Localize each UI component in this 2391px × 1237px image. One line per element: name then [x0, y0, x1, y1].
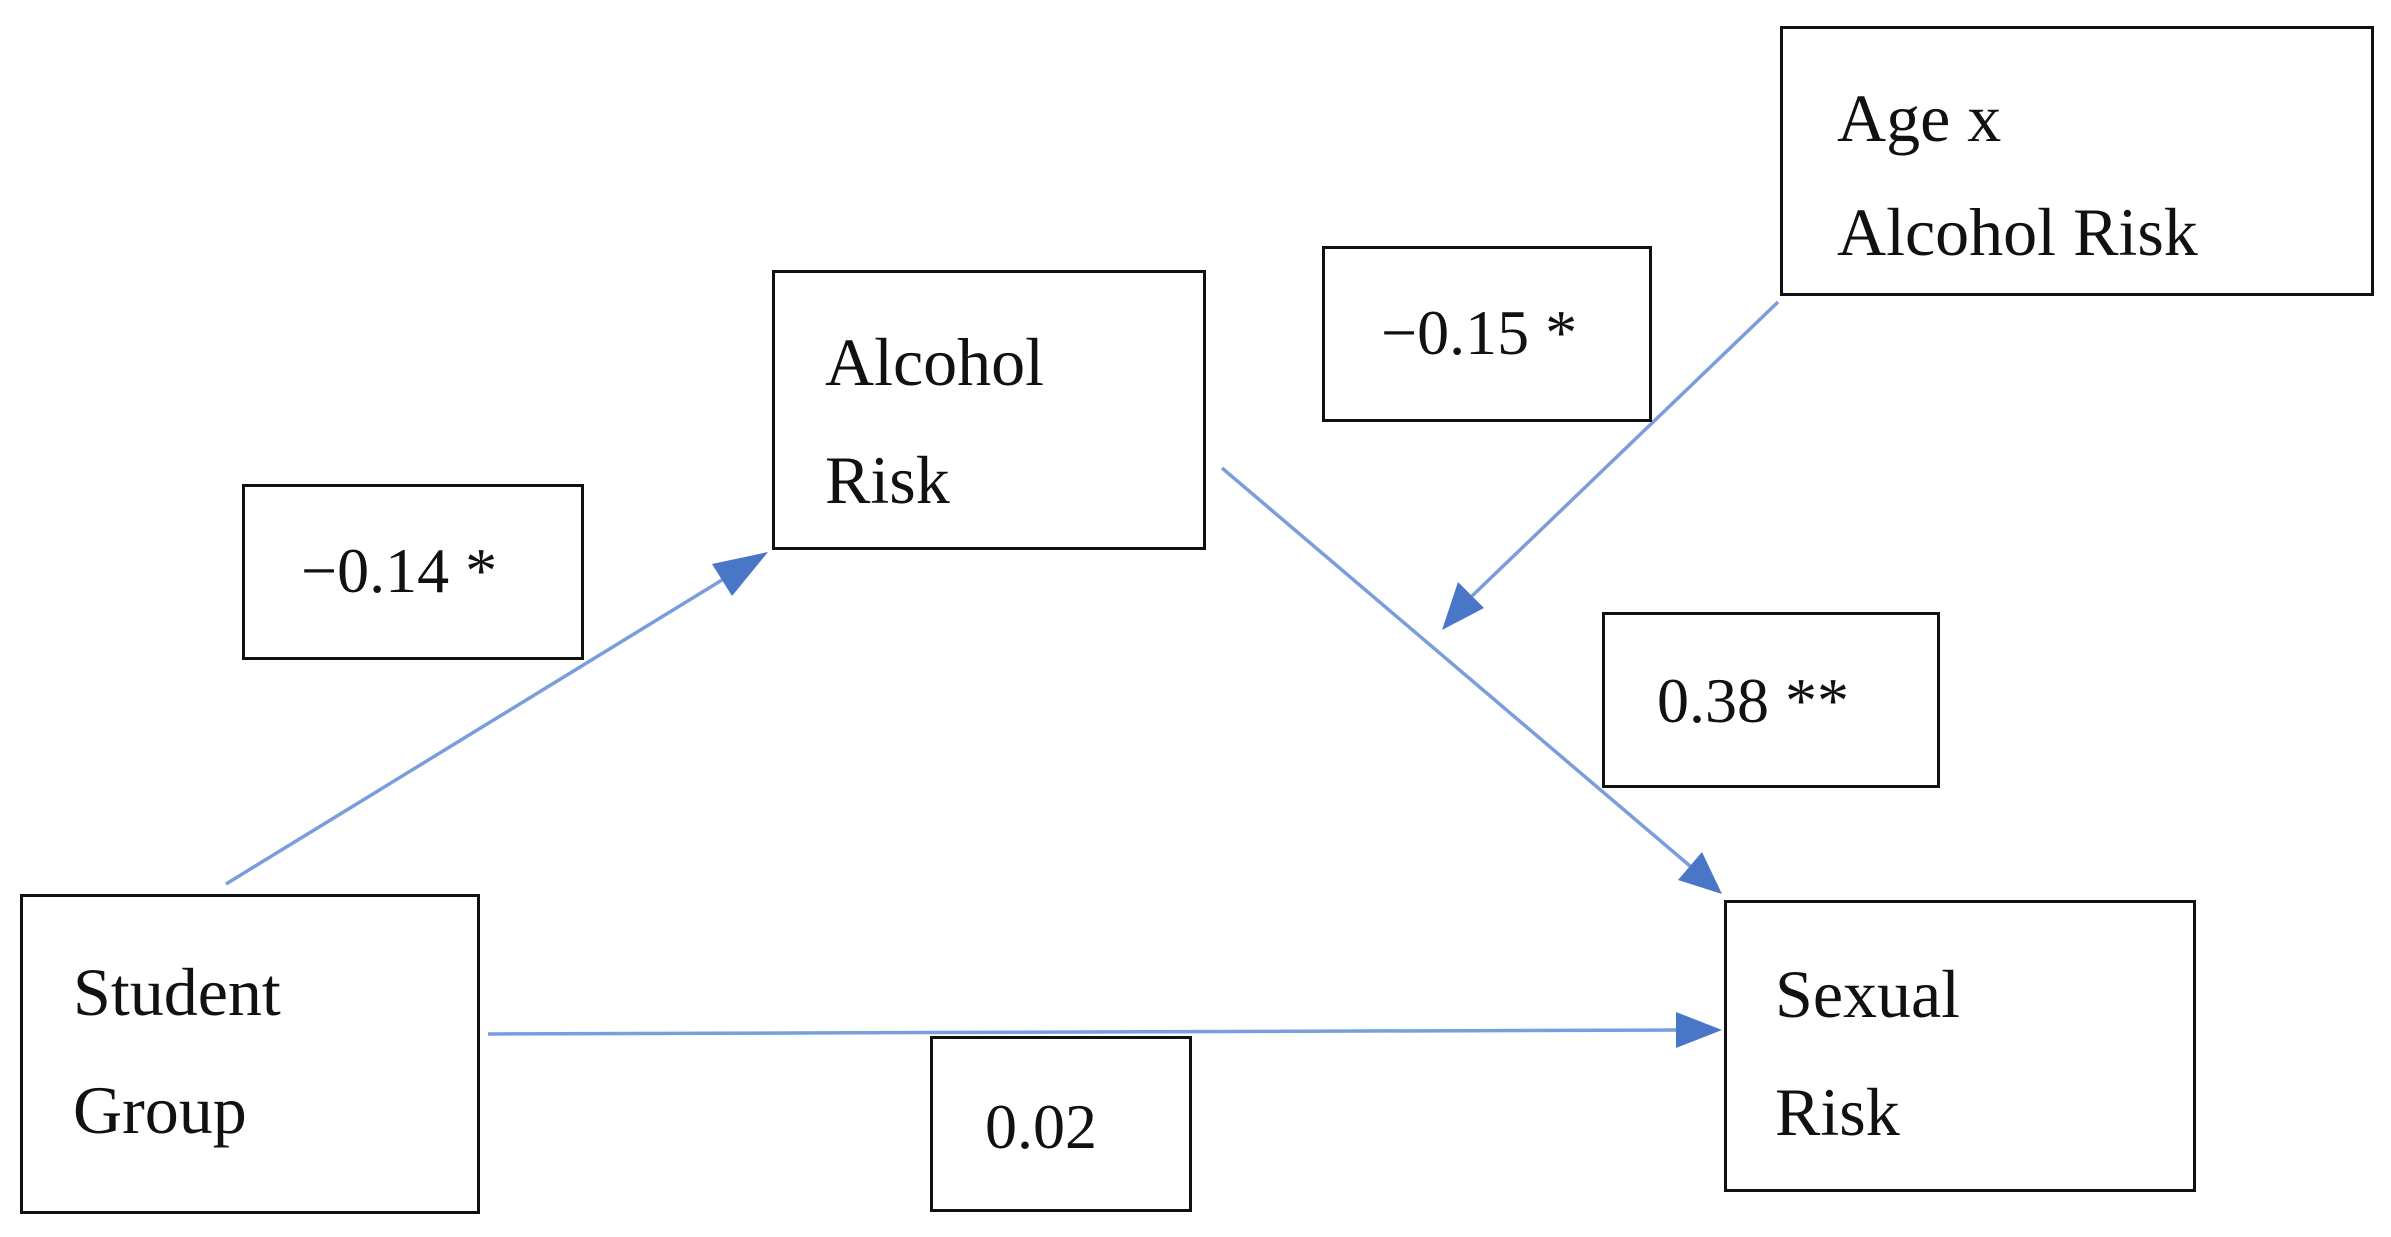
node-alcohol-risk-line2: Risk — [825, 442, 950, 518]
coef-student-to-alcohol: −0.14 * — [242, 484, 584, 660]
arrow-student-to-alcohol — [225, 578, 723, 886]
node-age-x-alcohol-risk-line1: Age x — [1837, 80, 2002, 156]
coef-moderation-value: −0.15 * — [1381, 297, 1578, 368]
coef-alcohol-to-sexual: 0.38 ** — [1602, 612, 1940, 788]
arrow-student-to-sexual — [487, 1028, 1677, 1036]
coef-alcohol-to-sexual-value: 0.38 ** — [1657, 665, 1849, 736]
coef-student-to-sexual: 0.02 — [930, 1036, 1192, 1212]
arrow-alcohol-to-sexual — [1220, 466, 1692, 868]
arrowhead-student-to-alcohol — [712, 552, 768, 596]
node-age-x-alcohol-risk-line2: Alcohol Risk — [1837, 194, 2198, 270]
node-student-group: Student Group — [20, 894, 480, 1214]
coef-student-to-sexual-value: 0.02 — [985, 1091, 1097, 1162]
node-alcohol-risk-line1: Alcohol — [825, 324, 1045, 400]
node-student-group-line1: Student — [73, 954, 281, 1030]
arrowhead-student-to-sexual — [1676, 1012, 1722, 1048]
node-sexual-risk-line2: Risk — [1775, 1074, 1900, 1150]
arrow-moderation — [1470, 300, 1780, 598]
coef-moderation: −0.15 * — [1322, 246, 1652, 422]
node-student-group-line2: Group — [73, 1072, 247, 1148]
arrowhead-alcohol-to-sexual — [1678, 852, 1722, 894]
node-sexual-risk-line1: Sexual — [1775, 956, 1961, 1032]
coef-student-to-alcohol-value: −0.14 * — [301, 535, 498, 606]
node-sexual-risk: Sexual Risk — [1724, 900, 2196, 1192]
node-age-x-alcohol-risk: Age x Alcohol Risk — [1780, 26, 2374, 296]
arrowhead-moderation — [1442, 582, 1484, 630]
node-alcohol-risk: Alcohol Risk — [772, 270, 1206, 550]
